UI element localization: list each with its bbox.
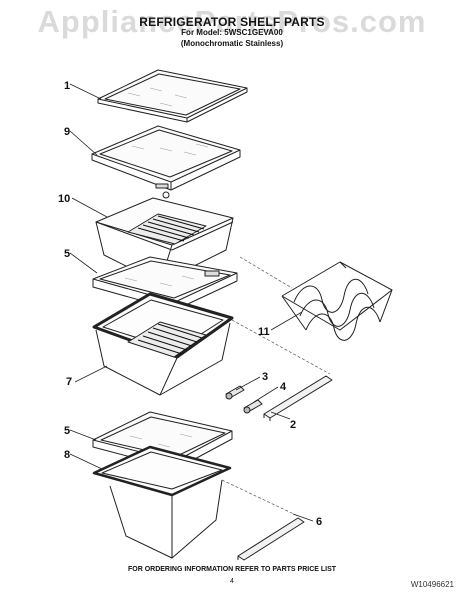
- callout-5-upper: 5: [64, 248, 70, 260]
- document-number: W10496621: [410, 580, 454, 589]
- part-1-glass-shelf: [97, 69, 248, 123]
- callout-1: 1: [64, 80, 70, 92]
- ordering-note: FOR ORDERING INFORMATION REFER TO PARTS …: [127, 566, 337, 573]
- part-10-crisper-drawer: [95, 197, 234, 284]
- callout-labels: 1 9 10 5 7 5 8 11 3 4 2 6: [58, 80, 322, 528]
- callout-8: 8: [64, 449, 70, 461]
- part-3-screw: [225, 385, 245, 400]
- part-9-crisper-cover: [91, 125, 241, 199]
- callout-9: 9: [64, 126, 70, 138]
- callout-2: 2: [290, 419, 296, 431]
- part-5-crisper-cover-upper: [92, 256, 238, 311]
- part-8-pan-frame: [92, 445, 232, 559]
- leader-lines: [69, 83, 314, 522]
- callout-11: 11: [258, 326, 270, 338]
- callout-6: 6: [316, 516, 322, 528]
- callout-7: 7: [66, 376, 72, 388]
- part-6-trim-rail: [237, 517, 305, 561]
- callout-3: 3: [262, 371, 268, 383]
- part-7-crisper-drawer: [92, 292, 234, 396]
- callout-4: 4: [280, 381, 287, 393]
- callout-10: 10: [58, 193, 70, 205]
- part-2-trim-rail: [263, 375, 333, 421]
- page-number: 4: [230, 578, 234, 585]
- callout-5-lower: 5: [64, 425, 70, 437]
- part-11-wine-rack: [281, 261, 393, 341]
- part-4-screw: [243, 399, 263, 414]
- diagram-title: REFRIGERATOR SHELF PARTS: [139, 15, 325, 29]
- variant-line: (Monochromatic Stainless): [180, 39, 284, 48]
- model-line: For Model: 5WSC1GEVA00: [181, 28, 283, 37]
- alignment-lines: [221, 256, 331, 517]
